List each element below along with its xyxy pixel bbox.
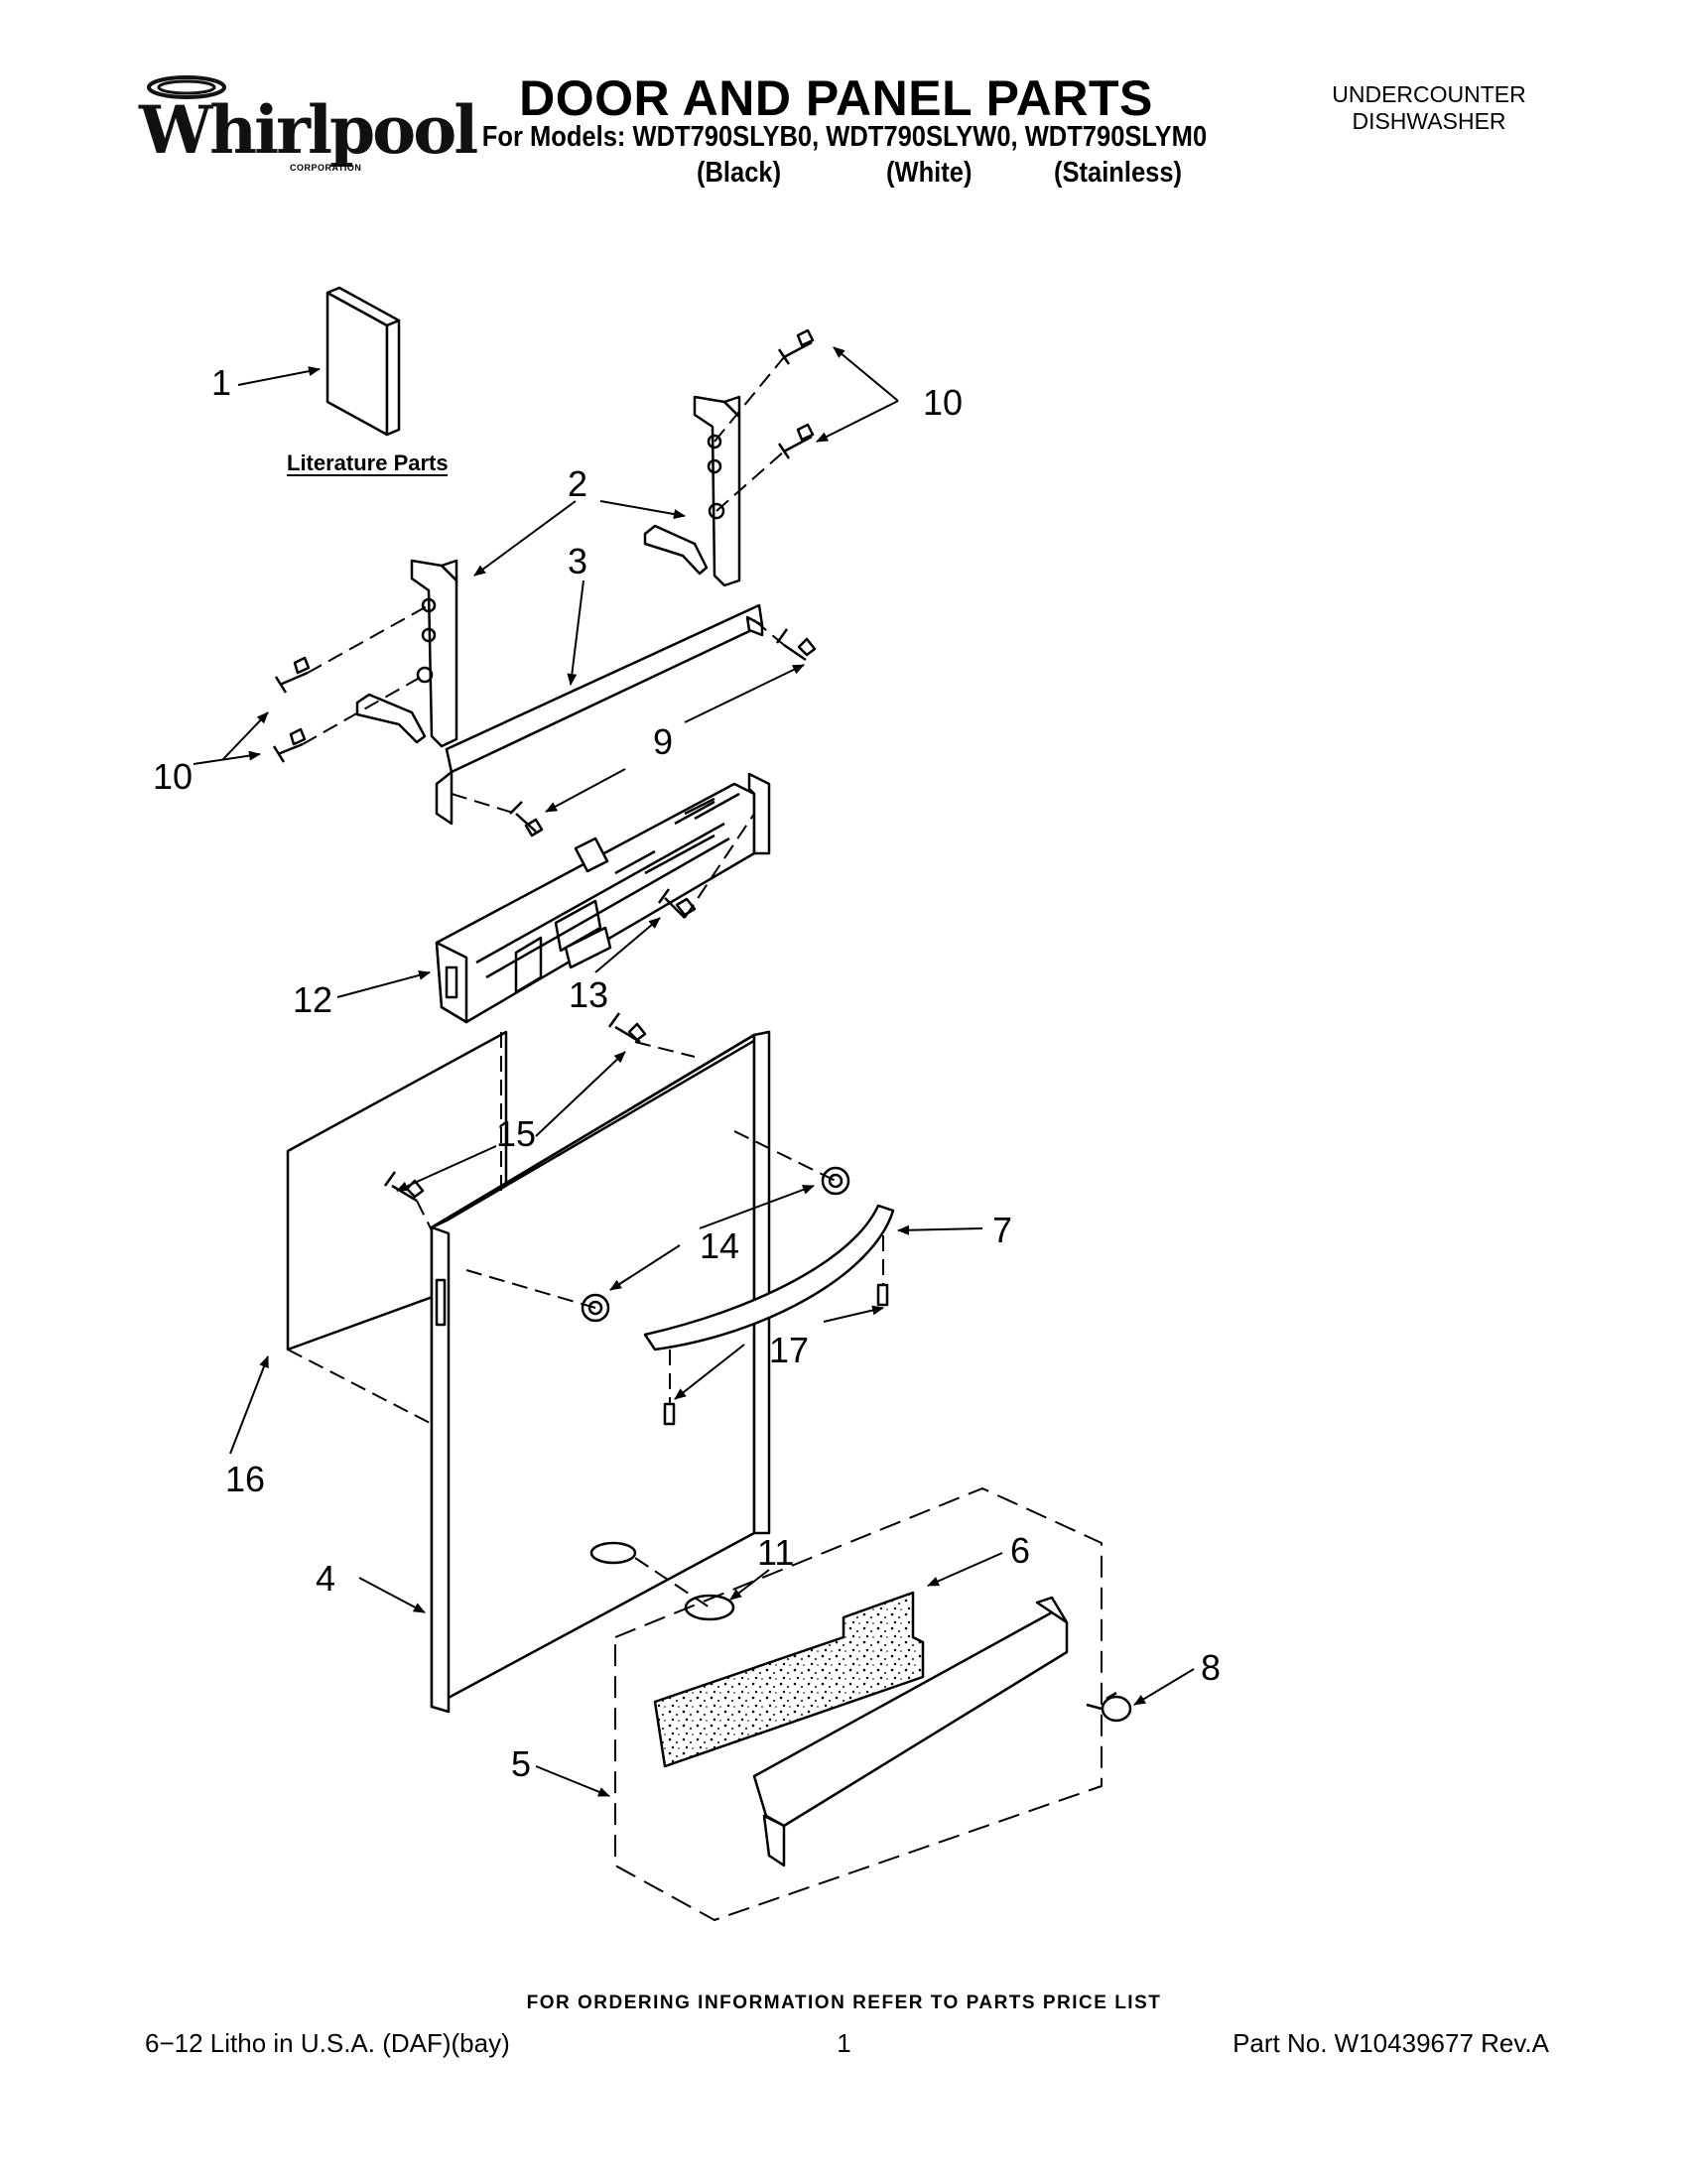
variant-black: (Black) — [697, 157, 782, 189]
ordering-note: FOR ORDERING INFORMATION REFER TO PARTS … — [526, 1992, 1162, 2013]
variant-white: (White) — [886, 157, 973, 189]
part-kickplate — [752, 1596, 1069, 1867]
callout-6: 6 — [1010, 1530, 1030, 1571]
logo-swoosh-icon — [147, 75, 226, 99]
callout-5: 5 — [511, 1743, 531, 1784]
models-line-wrap: For Models: WDT790SLYB0, WDT790SLYW0, WD… — [0, 121, 1688, 154]
part-door-panel — [430, 1030, 771, 1714]
callout-13: 13 — [569, 974, 608, 1015]
callout-7: 7 — [992, 1210, 1012, 1250]
whirlpool-logo: Whirlpool CORPORATION — [139, 69, 478, 179]
product-line-1: UNDERCOUNTER — [1332, 81, 1526, 107]
callout-17: 17 — [769, 1330, 809, 1370]
callout-1: 1 — [211, 362, 231, 403]
callout-labels: 1 10 2 3 10 9 12 13 15 7 14 17 16 11 6 4… — [153, 362, 1221, 1784]
part-hinge-bracket-right — [643, 395, 741, 587]
models-line: For Models: WDT790SLYB0, WDT790SLYW0, WD… — [481, 121, 1207, 153]
callout-4: 4 — [316, 1558, 335, 1599]
alignment-lines — [287, 356, 884, 1608]
leader-arrows — [193, 346, 1195, 1797]
part-number: Part No. W10439677 Rev.A — [1233, 2028, 1549, 2058]
callout-11: 11 — [757, 1532, 794, 1573]
callout-10-left: 10 — [153, 756, 193, 797]
part-insulation-pad — [653, 1591, 925, 1768]
callout-2: 2 — [568, 463, 587, 504]
logo-corporation: CORPORATION — [290, 163, 362, 173]
part-oval-plug — [684, 1594, 735, 1621]
logo-wordmark: Whirlpool — [139, 91, 478, 169]
kickplate-group-outline — [614, 1487, 1103, 1921]
part-control-housing — [435, 772, 771, 1024]
product-line-2: DISHWASHER — [1352, 108, 1506, 134]
callout-16: 16 — [225, 1459, 265, 1499]
callout-12: 12 — [293, 979, 332, 1020]
callout-8: 8 — [1201, 1647, 1221, 1688]
litho-info: 6−12 Litho in U.S.A. (DAF)(bay) — [145, 2028, 510, 2058]
part-literature-book — [325, 286, 401, 437]
part-panel-strip — [435, 603, 764, 826]
page-number: 1 — [837, 2028, 851, 2058]
variant-stainless: (Stainless) — [1054, 157, 1183, 189]
callout-9: 9 — [653, 721, 673, 762]
callout-3: 3 — [568, 541, 587, 581]
callout-15: 15 — [496, 1113, 536, 1154]
literature-parts-label: Literature Parts — [287, 450, 449, 475]
page-title: DOOR AND PANEL PARTS — [519, 70, 1153, 126]
product-type: UNDERCOUNTER DISHWASHER — [1280, 81, 1578, 135]
part-hinge-bracket-left — [355, 559, 458, 748]
part-screws — [272, 328, 817, 1203]
page-title-wrap: DOOR AND PANEL PARTS — [0, 69, 1688, 127]
part-handle — [643, 1204, 895, 1351]
part-kickplate-screw — [1086, 1691, 1132, 1723]
callout-10-top: 10 — [923, 382, 963, 423]
callout-14: 14 — [700, 1225, 739, 1266]
